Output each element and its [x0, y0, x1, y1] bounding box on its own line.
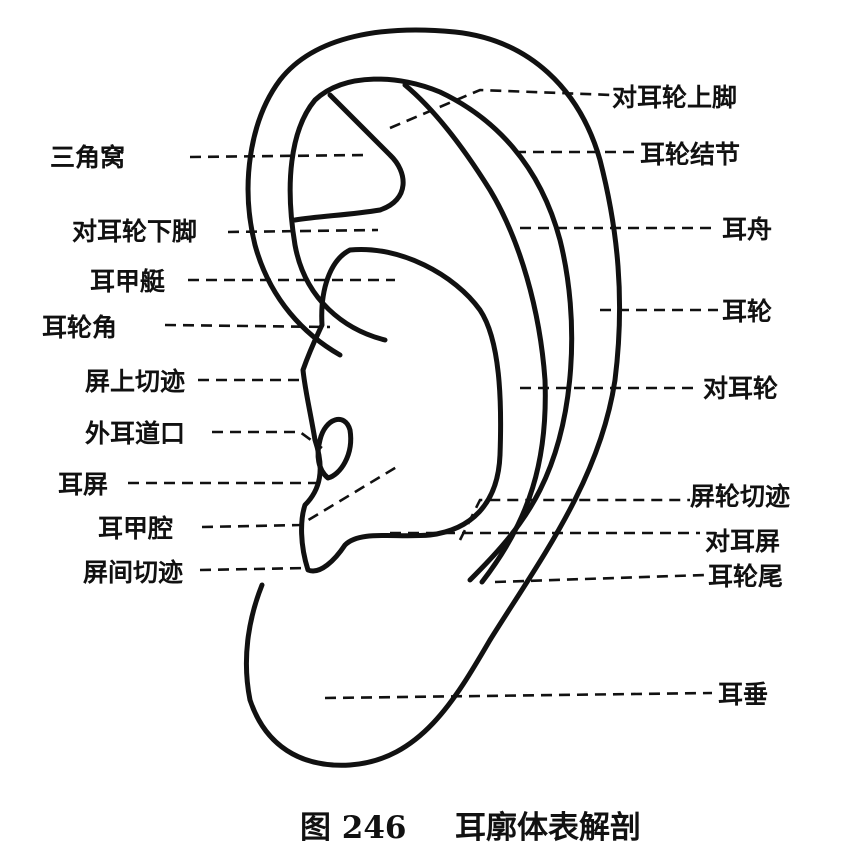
leader-wai-er-dao-kou [212, 430, 323, 450]
leader-er-jia-qiang [201, 463, 401, 529]
label-er-zhou: 耳舟 [722, 215, 772, 244]
label-er-lun-jiao: 耳轮角 [42, 313, 117, 342]
label-er-jia-qiang: 耳甲腔 [98, 514, 173, 543]
caption-number: 图 246 [300, 810, 407, 846]
label-dui-er-lun-shang-jiao: 对耳轮上脚 [612, 83, 737, 112]
label-ping-shang-qie-ji: 屏上切迹 [85, 367, 185, 396]
leader-dui-er-lun-shang-jiao [389, 88, 613, 130]
figure-caption: 图 246 耳廓体表解剖 [300, 810, 641, 846]
label-dui-er-ping: 对耳屏 [705, 527, 780, 556]
label-er-ping: 耳屏 [58, 470, 108, 499]
leader-er-lun-jiao [164, 323, 331, 329]
helix-outer-outline [243, 27, 623, 768]
leader-san-jiao-wo [189, 153, 366, 159]
label-ping-lun-qie-ji: 屏轮切迹 [690, 482, 790, 511]
leader-dui-er-lun-xia-jiao [227, 228, 379, 234]
label-dui-er-lun: 对耳轮 [703, 374, 778, 403]
label-er-jia-ting: 耳甲艇 [90, 267, 165, 296]
label-ping-jian-qie-ji: 屏间切迹 [83, 558, 183, 587]
triangular-fossa-outline [292, 92, 406, 223]
label-san-jiao-wo: 三角窝 [50, 143, 125, 172]
label-dui-er-lun-xia-jiao: 对耳轮下脚 [72, 217, 197, 246]
label-wai-er-dao-kou: 外耳道口 [85, 419, 185, 448]
label-er-lun-wei: 耳轮尾 [708, 562, 783, 591]
label-er-lun-jie-jie: 耳轮结节 [640, 140, 740, 169]
labels: 对耳轮上脚 耳轮结节 耳舟 耳轮 对耳轮 屏轮切迹 对耳屏 耳轮尾 耳垂 三角窝… [42, 83, 790, 709]
caption-title: 耳廓体表解剖 [455, 810, 641, 846]
antihelix-outer-outline [402, 82, 548, 585]
leader-lines [128, 88, 718, 700]
helix-inner-outline [287, 76, 575, 583]
leader-er-chui [324, 691, 713, 700]
concha-outline [299, 246, 504, 574]
leader-ping-lun-qie-ji [458, 498, 690, 541]
tragus-oval-outline [315, 416, 354, 481]
leader-ping-jian-qie-ji [199, 566, 309, 572]
label-er-chui: 耳垂 [718, 680, 768, 709]
ear-drawing [243, 27, 623, 768]
label-er-lun: 耳轮 [722, 297, 772, 326]
